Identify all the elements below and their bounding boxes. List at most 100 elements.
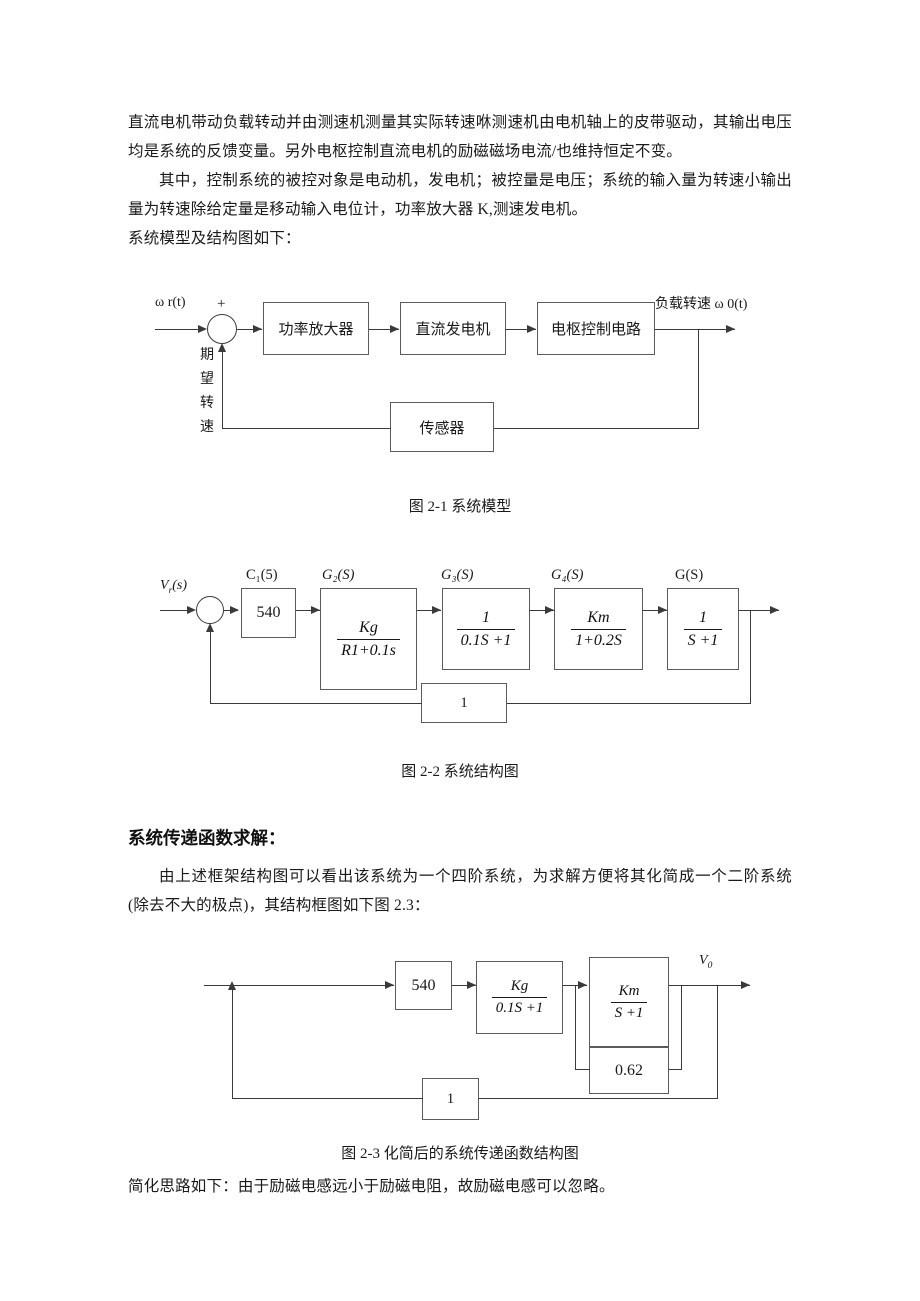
figure2-line-gain-to-g2 — [296, 610, 320, 611]
figure1-vertical-label-desired-speed: 期望转速 — [200, 348, 214, 435]
figure3-output-label: V0 — [699, 953, 712, 971]
paragraph-model-lead: 系统模型及结构图如下： — [128, 230, 301, 247]
figure3-block-feedback-unity: 1 — [422, 1078, 479, 1120]
paragraph-controlled-object: 其中，控制系统的被控对象是电动机，发电机；被控量是电压；系统的输入量为转速小输出… — [128, 172, 792, 218]
figure3-block-kg-fraction: Kg 0.1S +1 — [491, 977, 548, 1018]
figure3-block-feedback-unity-label: 1 — [446, 1090, 455, 1107]
figure2-block-g-denominator: S +1 — [683, 628, 723, 651]
figure-2-system-structure: Vr(s) C₁(5) G₂(S) G₃(S) G₄(S) G(S) 540 K… — [160, 567, 779, 723]
figure3-block-kg: Kg 0.1S +1 — [476, 961, 563, 1034]
figure2-block-g-numerator: 1 — [698, 608, 707, 626]
figure2-line-g4-to-g — [643, 610, 667, 611]
figure3-block-inner-feedback-062: 0.62 — [589, 1047, 669, 1094]
figure-3-simplified-structure: 540 Kg 0.1S +1 Km S +1 0.62 — [204, 953, 750, 1120]
figure3-inner-loop-bottom-right — [669, 1069, 682, 1070]
figure1-plus-sign: + — [217, 296, 226, 312]
figure1-line-gen-to-armature — [506, 329, 536, 330]
figure2-block-g3: 1 0.1S +1 — [442, 588, 530, 670]
figure2-input-label: Vr(s) — [160, 578, 187, 596]
figure1-block-dc-generator-label: 直流发电机 — [415, 322, 491, 338]
figure1-arrow-to-armature — [527, 325, 536, 333]
figure2-arrow-to-g3 — [432, 606, 441, 614]
figure3-inner-loop-bottom-left — [575, 1069, 590, 1070]
figure1-caption: 图 2-1 系统模型 — [408, 499, 512, 515]
figure3-block-km-denominator: S +1 — [610, 1001, 648, 1023]
figure1-summing-junction — [207, 314, 237, 344]
figure1-output-line — [655, 329, 735, 330]
figure1-block-power-amplifier: 功率放大器 — [263, 302, 369, 355]
figure3-block-gain-540: 540 — [395, 961, 452, 1010]
figure2-block-g3-numerator: 1 — [481, 608, 490, 626]
figure3-arrow-to-gain — [385, 981, 394, 989]
figure1-input-label: ω r(t) — [155, 295, 186, 310]
figure2-block-g2-numerator: Kg — [359, 618, 378, 636]
figure2-block-gain-540: 540 — [241, 588, 296, 638]
figure1-feedback-vline-up — [222, 348, 223, 429]
figure2-feedback-line-left — [210, 703, 422, 704]
figure3-block-km-numerator: Km — [618, 982, 640, 999]
paragraph-closing-note: 简化思路如下：由于励磁电感远小于励磁电阻，故励磁电感可以忽略。 — [128, 1178, 615, 1195]
figure3-output-line — [669, 985, 750, 986]
figure2-block-feedback-unity-label: 1 — [460, 694, 468, 711]
figure2-input-label-tail: (s) — [172, 578, 188, 593]
figure2-output-line — [739, 610, 779, 611]
figure2-feedback-arrowhead — [206, 623, 214, 632]
figure2-block-g3-denominator: 0.1S +1 — [456, 628, 516, 651]
figure1-input-line — [155, 329, 199, 330]
figure2-top-label-c1: C₁(5) — [246, 567, 278, 583]
figure2-caption: 图 2-2 系统结构图 — [401, 764, 519, 780]
figure3-block-km-fraction: Km S +1 — [610, 982, 648, 1023]
figure1-feedback-line-right — [494, 428, 699, 429]
figure1-input-arrowhead — [198, 325, 207, 333]
figure2-block-g2-fraction: Kg R1+0.1s — [337, 618, 400, 661]
figure2-top-label-g3: G₃(S) — [441, 567, 474, 583]
figure2-top-label-g4: G₄(S) — [551, 567, 584, 583]
figure2-input-label-sub: r — [168, 585, 173, 596]
figure2-block-g4-numerator: Km — [587, 608, 610, 626]
figure3-inner-loop-left-vline — [575, 985, 576, 1070]
figure2-block-g-fraction: 1 S +1 — [683, 608, 723, 651]
figure3-feedback-line-left — [232, 1098, 423, 1099]
figure1-output-arrowhead — [726, 325, 735, 333]
figure2-top-label-g2: G₂(S) — [322, 567, 355, 583]
section-heading-transfer-function: 系统传递函数求解： — [128, 828, 286, 848]
figure2-line-g3-to-g4 — [530, 610, 554, 611]
figure3-inner-loop-right-vline — [681, 985, 682, 1070]
figure1-feedback-line-left — [222, 428, 391, 429]
figure2-block-g2: Kg R1+0.1s — [320, 588, 417, 690]
paragraph-intro: 直流电机带动负载转动并由测速机测量其实际转速咻测速机由电机轴上的皮带驱动，其输出… — [128, 114, 792, 160]
figure2-input-arrowhead — [187, 606, 196, 614]
figure3-input-line — [204, 985, 394, 986]
figure3-block-kg-denominator: 0.1S +1 — [491, 997, 548, 1018]
figure2-output-arrowhead — [770, 606, 779, 614]
figure3-block-gain-540-label: 540 — [411, 976, 436, 994]
figure3-block-inner-feedback-062-label: 0.62 — [615, 1061, 643, 1079]
figure1-arrow-to-amp — [253, 325, 262, 333]
figure2-feedback-vline-up — [210, 628, 211, 704]
figure2-block-feedback-unity: 1 — [421, 683, 507, 723]
figure2-block-g4-denominator: 1+0.2S — [571, 628, 626, 651]
figure2-arrow-to-gain — [230, 606, 239, 614]
figure1-block-dc-generator: 直流发电机 — [400, 302, 506, 355]
figure1-arrow-to-gen — [390, 325, 399, 333]
figure3-output-label-v: V — [699, 953, 708, 968]
figure2-block-gain-540-label: 540 — [256, 604, 281, 621]
figure2-input-label-v: V — [160, 578, 169, 593]
figure2-arrow-to-g4 — [545, 606, 554, 614]
figure1-block-armature-control-label: 电枢控制电路 — [550, 322, 641, 338]
paragraph-simplify: 由上述框架结构图可以看出该系统为一个四阶系统，为求解方便将其化简成一个二阶系统(… — [128, 868, 792, 914]
figure2-arrow-to-g2 — [311, 606, 320, 614]
figure3-output-label-sub: 0 — [707, 960, 713, 971]
figure1-line-sum-to-amp — [237, 329, 262, 330]
figure1-block-power-amplifier-label: 功率放大器 — [278, 322, 354, 338]
figure1-feedback-takeoff-vline — [698, 329, 699, 429]
figure2-block-g: 1 S +1 — [667, 588, 739, 670]
figure3-arrow-to-kg — [467, 981, 476, 989]
figure3-line-gain-to-kg — [452, 985, 476, 986]
figure2-block-g2-denominator: R1+0.1s — [337, 638, 400, 661]
figure1-feedback-arrowhead — [218, 343, 226, 352]
figure1-output-label: 负载转速 ω 0(t) — [655, 297, 748, 312]
figure2-input-line — [160, 610, 188, 611]
figure2-block-g3-fraction: 1 0.1S +1 — [456, 608, 516, 651]
